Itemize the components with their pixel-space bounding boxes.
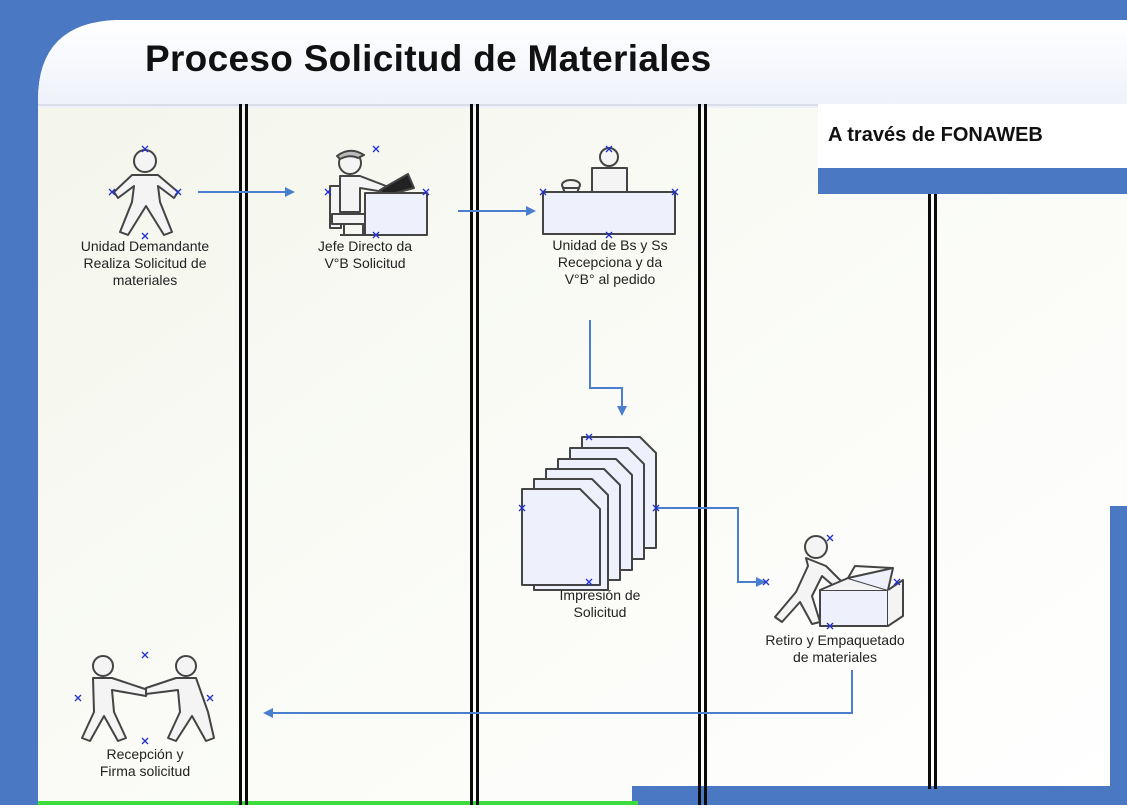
lane-divider-3b [704, 104, 707, 805]
connection-marker-icon [826, 622, 834, 630]
diagram-subtitle: A través de FONAWEB [828, 124, 1043, 146]
swimlane-dividers [239, 104, 937, 805]
lane-divider-1b [245, 104, 248, 805]
connection-marker-icon [422, 188, 430, 196]
connection-marker-icon [585, 578, 593, 586]
connection-marker-icon [372, 231, 380, 239]
connection-marker-icon [141, 145, 149, 153]
arrow-5-to-6 [263, 670, 853, 718]
connection-marker-icon [141, 737, 149, 745]
connection-marker-icon [605, 231, 613, 239]
arrow-3-to-4 [589, 320, 627, 416]
connection-marker-icon [893, 578, 901, 586]
connection-marker-icon [174, 188, 182, 196]
connection-marker-icon [605, 145, 613, 153]
connection-marker-icon [141, 651, 149, 659]
connection-marker-icon [372, 145, 380, 153]
person-at-desk-icon [329, 149, 428, 236]
flow-arrows [198, 187, 853, 718]
connection-marker-icon [539, 188, 547, 196]
lane-divider-4 [928, 194, 931, 789]
connection-marker-icon [74, 694, 82, 702]
connection-marker-icon [206, 694, 214, 702]
connection-marker-icon [585, 433, 593, 441]
connection-marker-icon [324, 188, 332, 196]
receptionist-desk-icon [542, 147, 676, 235]
document-stack-icon [521, 436, 657, 591]
person-standing-icon [113, 149, 179, 236]
diagram-title: Proceso Solicitud de Materiales [145, 38, 712, 79]
connection-marker-icon [671, 188, 679, 196]
lane-divider-2b [476, 104, 479, 805]
connection-marker-icon [652, 504, 660, 512]
connection-marker-icon [826, 534, 834, 542]
connection-marker-icon [762, 578, 770, 586]
selection-markers [74, 145, 901, 745]
lane-divider-4b [934, 194, 937, 789]
connection-marker-icon [108, 188, 116, 196]
connection-marker-icon [518, 504, 526, 512]
person-packing-box-icon [774, 535, 904, 627]
arrow-4-to-5 [656, 507, 766, 587]
lane-divider-1 [239, 104, 242, 805]
connection-marker-icon [141, 232, 149, 240]
people-handshake-icon [81, 655, 215, 742]
lane-divider-2 [470, 104, 473, 805]
lane-divider-3 [698, 104, 701, 805]
